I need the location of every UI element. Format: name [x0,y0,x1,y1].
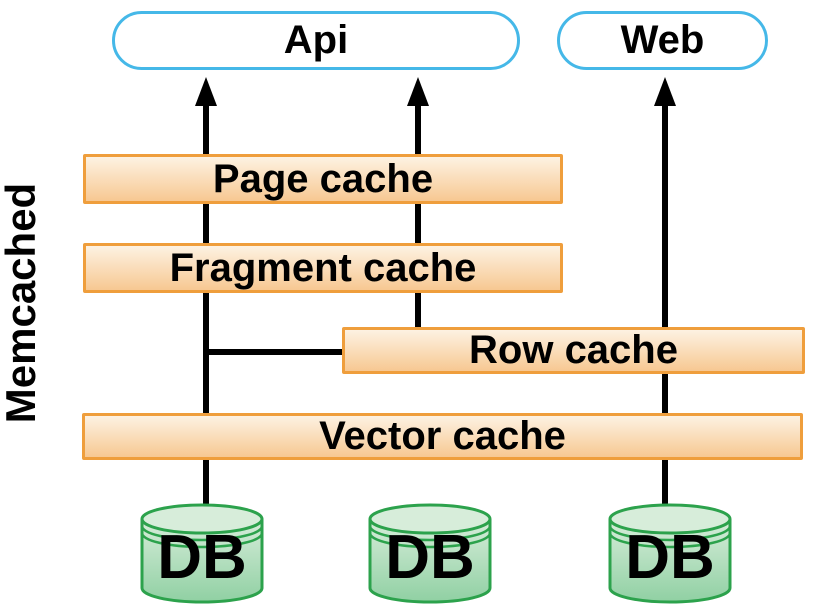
node-api: Api [112,11,520,70]
arrow-up-icon [195,77,217,106]
cache-layer-fragment: Fragment cache [83,243,563,293]
database-node-label: DB [157,522,247,592]
cache-layer-row: Row cache [342,327,805,374]
cache-layer-page: Page cache [83,154,563,204]
cache-layer-label: Row cache [469,328,678,372]
cache-layer-label: Page cache [212,156,434,201]
arrow-up-icon [407,77,429,106]
database-node-label: DB [625,522,715,592]
database-node-label: DB [385,522,475,592]
node-web: Web [557,11,768,70]
cache-layer-vector: Vector cache [82,413,803,460]
cache-layer-label: Fragment cache [169,245,477,290]
node-api-label: Api [283,18,349,62]
node-web-label: Web [620,18,705,62]
cache-layer-label: Vector cache [319,414,566,458]
memcached-side-label: Memcached [0,182,44,424]
arrow-up-icon [654,77,676,106]
